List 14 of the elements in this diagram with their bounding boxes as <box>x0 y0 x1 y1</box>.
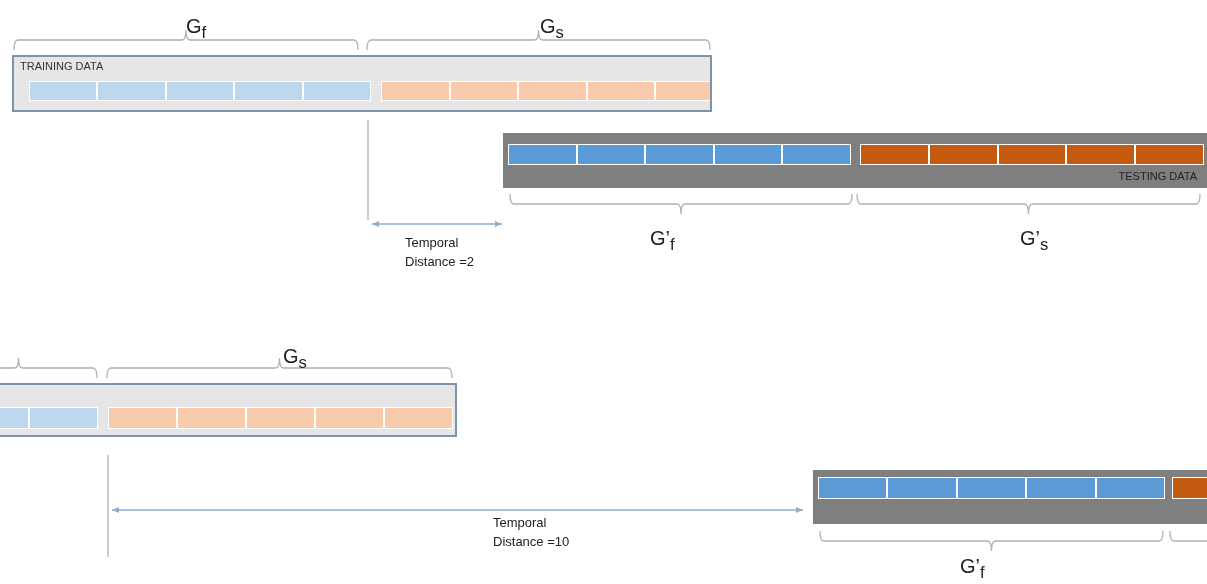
bar-title: TESTING DATA <box>1118 170 1197 182</box>
group-label: G$_{s}$ <box>283 344 307 374</box>
group-label: G’$_{f}$ <box>650 226 675 256</box>
distance-label: Temporal Distance =2 <box>405 234 475 271</box>
group-label: G$_{s}$ <box>540 14 564 44</box>
bar-title: TRAINING DATA <box>20 60 104 72</box>
data-bar <box>813 470 1207 524</box>
group-label: G’$_{s}$ <box>1020 226 1049 256</box>
group-label: G’$_{f}$ <box>960 554 985 584</box>
data-bar <box>12 55 712 112</box>
data-bar <box>0 383 457 437</box>
data-bar <box>503 133 1207 188</box>
group-label: G$_{f}$ <box>186 14 207 44</box>
distance-label: Temporal Distance =10 <box>493 514 571 551</box>
